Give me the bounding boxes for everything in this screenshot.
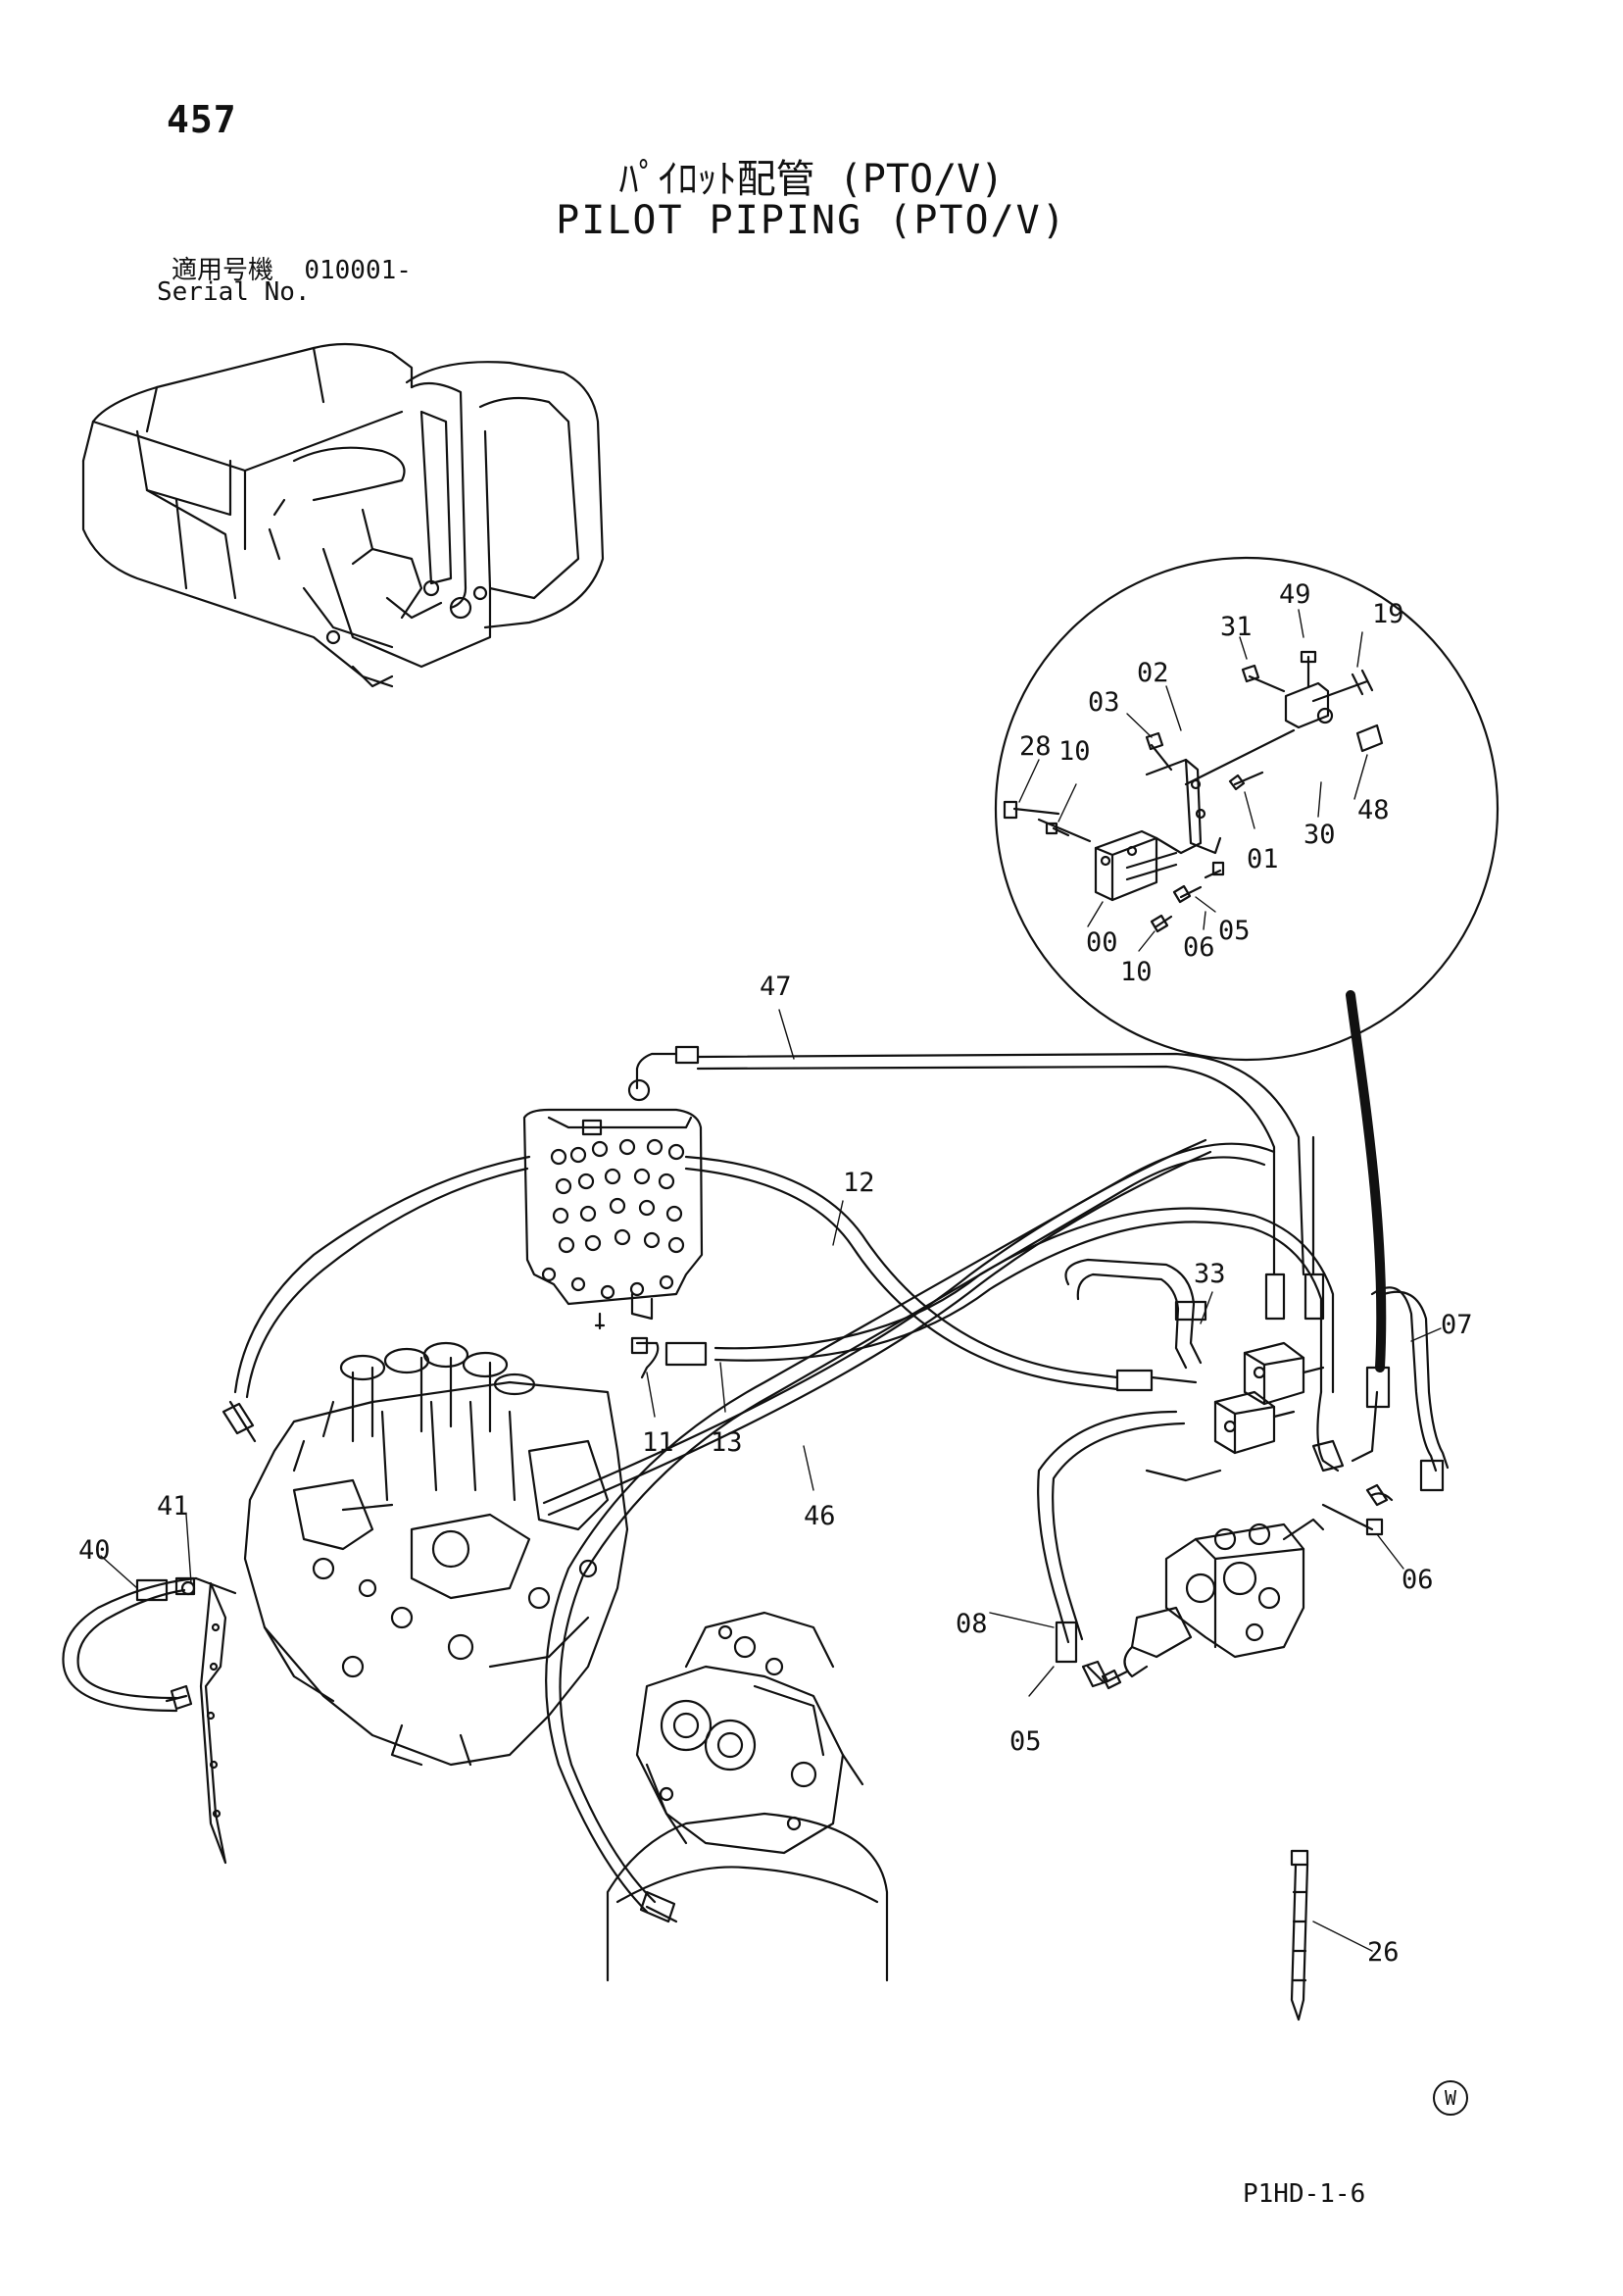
callout-46: 46 [804, 1501, 836, 1531]
callout-03: 03 [1088, 687, 1120, 718]
title-english: PILOT PIPING (PTO/V) [556, 198, 1067, 243]
callout-05: 05 [1218, 916, 1251, 946]
detail-valve-assembly [1003, 650, 1384, 933]
shuttle-valve-block [1145, 1341, 1379, 1482]
callout-06: 06 [1183, 932, 1215, 963]
callout-08: 08 [956, 1609, 988, 1639]
pilot-valve-block [522, 1108, 704, 1330]
cable-tie [1290, 1849, 1309, 2021]
callout-41: 41 [157, 1491, 189, 1522]
callout-48: 48 [1357, 795, 1390, 825]
serial-label-english: Serial No. [157, 277, 311, 307]
leader-lines [100, 609, 1442, 1952]
callout-11: 11 [642, 1427, 674, 1458]
callout-10: 10 [1120, 957, 1153, 987]
callout-40: 40 [78, 1535, 111, 1566]
pto-valve [1101, 1503, 1384, 1690]
callout-02: 02 [1137, 658, 1169, 688]
callout-33: 33 [1194, 1259, 1226, 1289]
serial-line-japanese: 適用号機 010001- [172, 250, 412, 286]
swing-motor-assembly [606, 1611, 889, 1982]
control-valve-assembly [194, 1341, 629, 1865]
callout-19: 19 [1372, 599, 1404, 629]
excavator-overview-illustration [81, 342, 605, 688]
title-japanese: ﾊﾟｲﾛｯﾄ配管 (PTO/V) [618, 157, 1005, 202]
serial-value: 010001- [304, 256, 412, 285]
serial-label-japanese: 適用号機 [172, 256, 274, 285]
callout-10: 10 [1058, 736, 1091, 767]
detail-magnifier-circle [994, 556, 1500, 1373]
callout-28: 28 [1019, 731, 1052, 762]
callout-13: 13 [711, 1427, 743, 1458]
pilot-hoses [221, 1045, 1450, 1923]
watermark-w-symbol: W [1433, 2080, 1468, 2116]
diagram-code: P1HD-1-6 [1243, 2179, 1366, 2209]
callout-07: 07 [1441, 1310, 1473, 1340]
callout-06: 06 [1402, 1565, 1434, 1595]
callout-30: 30 [1303, 820, 1336, 850]
drain-hose-left [62, 1576, 198, 1713]
callout-31: 31 [1220, 612, 1253, 642]
callout-47: 47 [760, 972, 792, 1002]
page-number: 457 [167, 98, 237, 141]
callout-49: 49 [1279, 579, 1311, 610]
callout-26: 26 [1367, 1937, 1400, 1968]
callout-00: 00 [1086, 927, 1118, 958]
callout-01: 01 [1247, 844, 1279, 874]
callout-12: 12 [843, 1168, 875, 1198]
callout-05: 05 [1009, 1726, 1042, 1757]
